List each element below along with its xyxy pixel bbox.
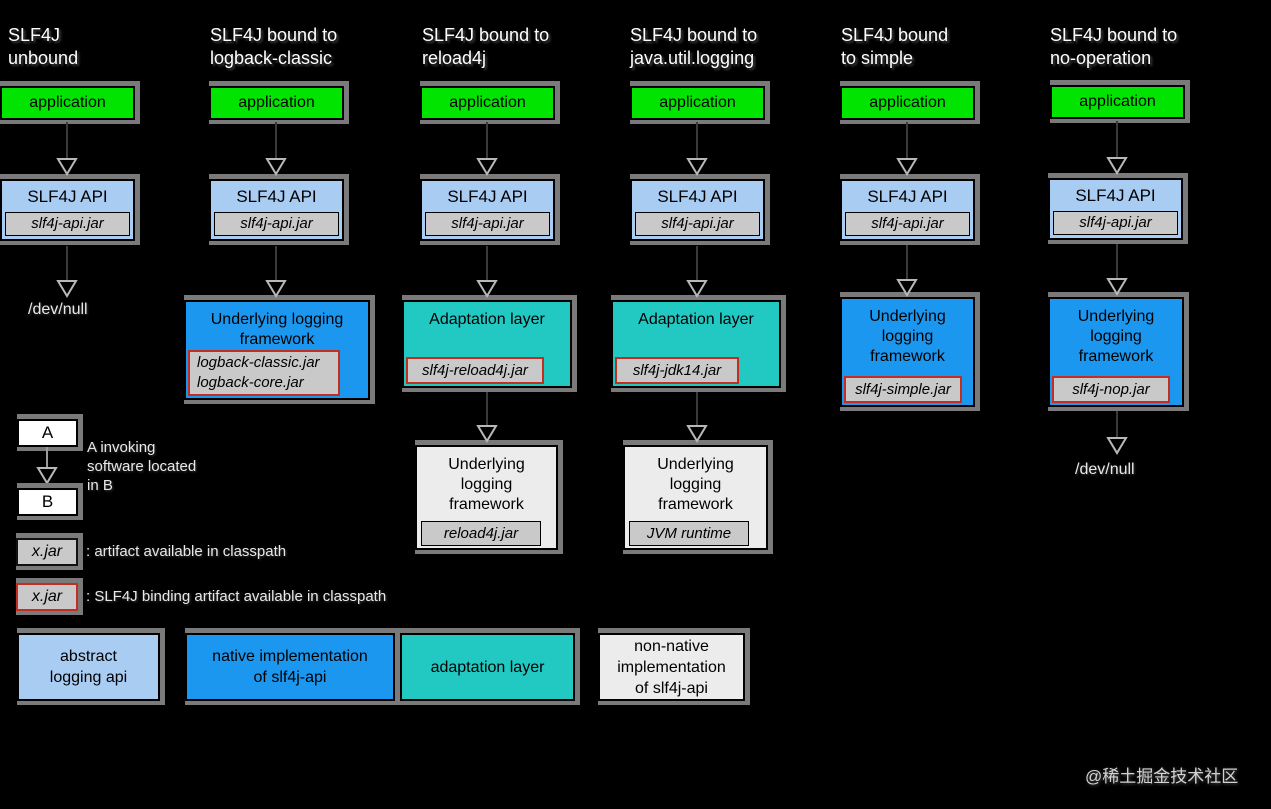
legend-jar-caption: : artifact available in classpath (86, 543, 287, 560)
column-title-reload4j: SLF4J bound to reload4j (422, 25, 550, 68)
jar-label: slf4j-api.jar (425, 212, 550, 236)
arrow-down-icon (686, 425, 708, 443)
api-label: SLF4J API (657, 186, 738, 206)
underlying-framework-box: Underlying logging framework JVM runtime (623, 440, 773, 554)
legend-abstract-api-box: abstract logging api (17, 628, 165, 705)
column-title-nop: SLF4J bound to no-operation (1050, 25, 1178, 68)
arrow-down-icon (56, 280, 78, 298)
jar-label: slf4j-api.jar (214, 212, 339, 236)
arrow-stem (486, 392, 488, 427)
jar-label: JVM runtime (629, 521, 749, 546)
slf4j-api-box: SLF4J API slf4j-api.jar (209, 174, 349, 245)
application-box: application (1050, 80, 1190, 123)
jar-label: slf4j-api.jar (5, 212, 130, 236)
legend-jar-box: x.jar (16, 533, 83, 570)
slf4j-api-box: SLF4J API slf4j-api.jar (840, 174, 980, 245)
column-title-logback: SLF4J bound to logback-classic (210, 25, 338, 68)
arrow-down-icon (265, 280, 287, 298)
adaptation-layer-box: Adaptation layer slf4j-jdk14.jar (611, 295, 786, 392)
binding-jar-label: slf4j-reload4j.jar (406, 357, 544, 384)
devnull-label: /dev/null (28, 301, 88, 318)
arrow-down-icon (265, 158, 287, 176)
framework-label: Underlying logging framework (448, 456, 525, 513)
slf4j-api-box: SLF4J API slf4j-api.jar (630, 174, 770, 245)
application-box: application (420, 81, 560, 124)
application-box: application (0, 81, 140, 124)
api-label: SLF4J API (1075, 185, 1156, 205)
binding-jar-label: slf4j-simple.jar (844, 376, 962, 403)
legend-box-b: B (17, 483, 83, 520)
framework-label: Underlying logging framework (657, 456, 734, 513)
arrow-stem (66, 122, 68, 160)
binding-jar-label: logback-classic.jar logback-core.jar (188, 350, 340, 396)
arrow-down-icon (1106, 278, 1128, 296)
binding-jar-label: slf4j-nop.jar (1052, 376, 1170, 403)
arrow-stem (1116, 411, 1118, 439)
arrow-down-icon (1106, 157, 1128, 175)
adaptation-label: Adaptation layer (429, 311, 545, 328)
arrow-stem (275, 122, 277, 160)
framework-label: Underlying logging framework (1077, 308, 1155, 365)
application-box: application (840, 81, 980, 124)
arrow-down-icon (896, 279, 918, 297)
application-box: application (630, 81, 770, 124)
arrow-down-icon (896, 158, 918, 176)
slf4j-api-box: SLF4J API slf4j-api.jar (1048, 173, 1188, 244)
arrow-down-icon (476, 158, 498, 176)
jar-label: slf4j-api.jar (845, 212, 970, 236)
underlying-framework-box: Underlying logging framework logback-cla… (184, 295, 375, 404)
devnull-label: /dev/null (1075, 461, 1135, 478)
underlying-framework-box: Underlying logging framework slf4j-simpl… (840, 292, 980, 411)
arrow-down-icon (36, 467, 58, 485)
arrow-stem (1116, 244, 1118, 280)
api-label: SLF4J API (27, 186, 108, 206)
jar-label: slf4j-api.jar (635, 212, 760, 236)
underlying-framework-box: Underlying logging framework reload4j.ja… (415, 440, 563, 554)
legend-adaptation-box: adaptation layer (400, 628, 580, 705)
column-title-unbound: SLF4J unbound (8, 25, 79, 68)
api-label: SLF4J API (236, 186, 317, 206)
underlying-framework-box: Underlying logging framework slf4j-nop.j… (1048, 292, 1189, 411)
arrow-stem (696, 122, 698, 160)
application-box: application (209, 81, 349, 124)
arrow-stem (46, 447, 48, 469)
arrow-stem (66, 246, 68, 282)
arrow-stem (486, 246, 488, 282)
legend-box-a: A (17, 414, 83, 451)
api-label: SLF4J API (867, 186, 948, 206)
arrow-stem (696, 392, 698, 427)
legend-native-impl-box: native implementation of slf4j-api (185, 628, 400, 705)
legend-binding-caption: : SLF4J binding artifact available in cl… (86, 588, 387, 605)
arrow-stem (275, 246, 277, 282)
arrow-stem (906, 245, 908, 281)
arrow-stem (1116, 121, 1118, 159)
slf4j-api-box: SLF4J API slf4j-api.jar (420, 174, 560, 245)
adaptation-layer-box: Adaptation layer slf4j-reload4j.jar (402, 295, 577, 392)
adaptation-label: Adaptation layer (638, 311, 754, 328)
jar-label: slf4j-api.jar (1053, 211, 1178, 235)
legend-binding-jar-box: x.jar (16, 578, 83, 615)
framework-label: Underlying logging framework (869, 308, 946, 365)
api-label: SLF4J API (447, 186, 528, 206)
legend-invoke-caption: A invoking software located in B (87, 439, 197, 494)
column-title-jul: SLF4J bound to java.util.logging (630, 25, 758, 68)
arrow-down-icon (686, 158, 708, 176)
arrow-stem (696, 246, 698, 282)
jar-label: reload4j.jar (421, 521, 541, 546)
binding-jar-label: slf4j-jdk14.jar (615, 357, 739, 384)
arrow-down-icon (1106, 437, 1128, 455)
watermark: @稀土掘金技术社区 (1085, 767, 1239, 786)
arrow-down-icon (476, 280, 498, 298)
slf4j-api-box: SLF4J API slf4j-api.jar (0, 174, 140, 245)
column-title-simple: SLF4J bound to simple (841, 25, 949, 68)
framework-label: Underlying logging framework (210, 311, 344, 348)
arrow-stem (906, 122, 908, 160)
arrow-down-icon (476, 425, 498, 443)
arrow-down-icon (686, 280, 708, 298)
arrow-down-icon (56, 158, 78, 176)
arrow-stem (486, 122, 488, 160)
legend-nonnative-box: non-native implementation of slf4j-api (598, 628, 750, 705)
